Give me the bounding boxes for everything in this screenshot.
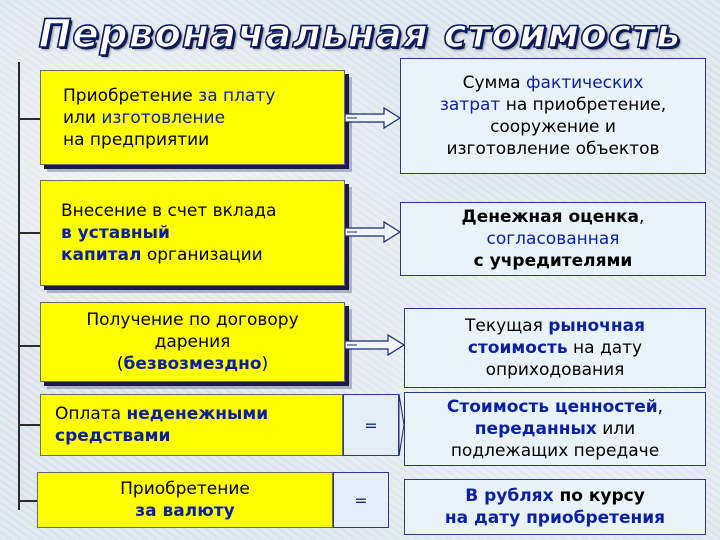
text-segment: Приобретение bbox=[63, 85, 199, 106]
text-segment: Денежная оценка bbox=[461, 207, 640, 227]
text-segment: , bbox=[639, 207, 645, 227]
text-segment: , bbox=[657, 397, 664, 417]
text-segment: Оплата bbox=[55, 404, 127, 424]
text-segment: капитал bbox=[61, 245, 142, 265]
text-segment: ( bbox=[116, 354, 124, 374]
text-segment: Стоимость ценностей bbox=[446, 397, 658, 417]
text-segment: дарения bbox=[154, 332, 231, 352]
text-segment: организации bbox=[141, 245, 263, 265]
text-line: на дату приобретения bbox=[405, 507, 705, 529]
branch-line bbox=[18, 345, 40, 347]
text-segment: фактических bbox=[526, 73, 644, 93]
text-line: согласованная bbox=[401, 228, 705, 250]
equals-arrow-icon bbox=[345, 106, 402, 130]
text-segment: изготовление bbox=[101, 107, 226, 128]
text-line: сооружение и bbox=[401, 116, 705, 138]
branch-line bbox=[18, 500, 40, 502]
text-line: дарения bbox=[41, 331, 344, 353]
text-segment: ) bbox=[261, 354, 269, 374]
text-line: Приобретение за плату bbox=[63, 85, 344, 107]
text-segment: Сумма bbox=[462, 73, 526, 93]
text-line: капитал организации bbox=[61, 244, 344, 266]
tree-trunk-line bbox=[18, 62, 20, 510]
text-line: изготовление объектов bbox=[401, 138, 705, 160]
text-segment: Внесение в счет вклада bbox=[61, 201, 277, 221]
text-segment: согласованная bbox=[486, 229, 620, 249]
text-segment: переданных bbox=[474, 419, 597, 439]
text-line: В рублях по курсу bbox=[405, 485, 705, 507]
text-line: Текущая рыночная bbox=[405, 315, 705, 337]
text-line: или изготовление bbox=[63, 107, 344, 129]
text-segment: средствами bbox=[55, 426, 171, 446]
text-line: Оплата неденежными bbox=[55, 403, 342, 425]
text-line: средствами bbox=[55, 425, 342, 447]
text-segment: рыночная bbox=[548, 316, 645, 336]
text-line: в уставный bbox=[61, 222, 344, 244]
text-line: за валюту bbox=[38, 500, 332, 522]
text-segment: стоимость bbox=[467, 338, 568, 358]
text-segment: за валюту bbox=[135, 501, 235, 521]
text-segment: или bbox=[63, 107, 102, 128]
text-line: подлежащих передаче bbox=[405, 440, 705, 462]
text-line: на предприятии bbox=[63, 129, 344, 151]
text-line: Стоимость ценностей, bbox=[405, 396, 705, 418]
equals-connector-cell: = bbox=[333, 472, 389, 528]
text-segment: за плату bbox=[198, 85, 276, 106]
text-segment: неденежными bbox=[126, 404, 269, 424]
text-segment: в уставный bbox=[61, 223, 170, 243]
text-line: с учредителями bbox=[401, 250, 705, 272]
text-segment: затрат bbox=[439, 95, 501, 115]
text-line: (безвозмездно) bbox=[41, 353, 344, 375]
text-segment: безвозмездно bbox=[123, 354, 262, 374]
text-line: оприходования bbox=[405, 359, 705, 381]
text-line: Приобретение bbox=[38, 478, 332, 500]
text-line: Внесение в счет вклада bbox=[61, 200, 344, 222]
text-line: Денежная оценка, bbox=[401, 206, 705, 228]
text-segment: на предприятии bbox=[63, 129, 210, 150]
text-segment: на приобретение, bbox=[500, 95, 667, 115]
diagram-title: Первоначальная стоимость bbox=[38, 11, 682, 58]
text-segment: на дату приобретения bbox=[444, 508, 666, 528]
text-segment: на дату bbox=[567, 338, 643, 358]
text-segment: подлежащих передаче bbox=[450, 441, 660, 461]
text-segment: В рублях bbox=[465, 486, 554, 506]
text-line: Получение по договору bbox=[41, 309, 344, 331]
text-segment: или bbox=[596, 419, 636, 439]
text-line: переданных или bbox=[405, 418, 705, 440]
equals-sign: = bbox=[364, 415, 378, 435]
text-line: стоимость на дату bbox=[405, 337, 705, 359]
text-segment: с учредителями bbox=[473, 251, 633, 271]
chevron-right-icon bbox=[399, 394, 405, 457]
text-segment: сооружение и bbox=[490, 117, 616, 137]
text-line: Сумма фактических bbox=[401, 72, 705, 94]
branch-line bbox=[18, 232, 40, 234]
equals-arrow-icon bbox=[345, 220, 402, 244]
branch-line bbox=[18, 118, 40, 120]
text-segment: по курсу bbox=[553, 486, 645, 506]
branch-line bbox=[18, 424, 40, 426]
text-segment: Приобретение bbox=[120, 479, 250, 499]
equals-arrow-icon bbox=[345, 333, 406, 357]
text-line: затрат на приобретение, bbox=[401, 94, 705, 116]
equals-connector-cell: = bbox=[343, 394, 399, 456]
equals-sign: = bbox=[354, 490, 368, 510]
text-segment: Текущая bbox=[464, 316, 549, 336]
text-segment: Получение по договору bbox=[86, 310, 299, 330]
text-segment: оприходования bbox=[485, 360, 625, 380]
text-segment: изготовление объектов bbox=[446, 139, 660, 159]
